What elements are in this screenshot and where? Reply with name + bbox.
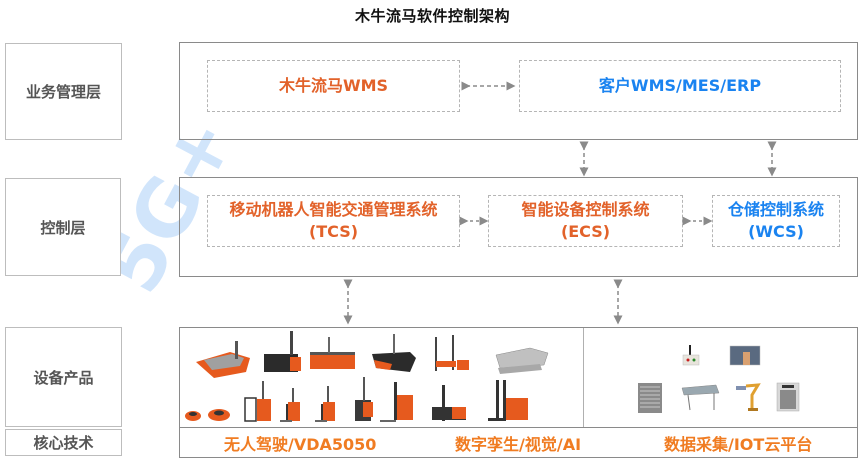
layer-label-business: 业务管理层 [5, 43, 122, 140]
wcs-name: 仓储控制系统 [727, 200, 824, 219]
compact-pallet-forklift-icon [315, 386, 335, 422]
heavy-load-agv-icon [264, 331, 301, 372]
frame-agv-icon [372, 334, 416, 372]
conveyor-icon [681, 384, 720, 411]
customer-systems-label: 客户WMS/MES/ERP [598, 76, 762, 95]
jacking-robot-icon [208, 409, 230, 421]
reach-forklift-icon [380, 382, 413, 422]
wcs-abbr: (WCS) [748, 222, 804, 241]
core-tech-panel [179, 427, 858, 458]
devices-divider [583, 328, 584, 427]
roller-agv-icon [310, 337, 355, 369]
ecs-name: 智能设备控制系统 [521, 200, 650, 219]
latent-lifting-agv-icon [196, 341, 250, 378]
control-layer-panel [179, 177, 858, 277]
ecs-abbr: (ECS) [560, 222, 611, 241]
diagram-title: 木牛流马软件控制架构 [354, 7, 510, 25]
core-tech-digital-twin: 数字孪生/视觉/AI [455, 435, 582, 454]
elevator-icon [776, 382, 800, 412]
ecs-box: 智能设备控制系统 (ECS) [488, 195, 683, 247]
tcs-name: 移动机器人智能交通管理系统 [229, 200, 438, 219]
layer-label-core-tech: 核心技术 [5, 429, 122, 456]
core-tech-autonomous: 无人驾驶/VDA5050 [224, 435, 377, 454]
customer-systems-box: 客户WMS/MES/ERP [519, 60, 841, 112]
pallet-stacker-forklift-icon [244, 381, 271, 422]
layer-label-devices-text: 设备产品 [33, 368, 94, 387]
own-wms-label: 木牛流马WMS [278, 76, 389, 95]
mini-jacking-robot-icon [185, 411, 201, 421]
small-pallet-forklift-icon [280, 388, 300, 422]
tcs-box: 移动机器人智能交通管理系统 (TCS) [207, 195, 460, 247]
layer-label-devices: 设备产品 [5, 327, 122, 427]
layer-label-control-text: 控制层 [40, 218, 86, 237]
business-layer-panel [179, 42, 858, 140]
robotic-arm-icon [736, 383, 761, 411]
own-wms-box: 木牛流马WMS [207, 60, 460, 112]
layer-label-core-tech-text: 核心技术 [33, 434, 94, 452]
narrow-aisle-forklift-icon [432, 385, 466, 421]
pallet-shuttle-agv-icon [495, 347, 549, 374]
rolling-shutter-door-icon [638, 383, 662, 413]
layer-label-business-text: 业务管理层 [25, 83, 101, 101]
stacker-forklift-agv-icon [435, 335, 469, 371]
call-button-box-icon [682, 345, 700, 366]
high-reach-forklift-icon [488, 380, 528, 421]
counterbalance-forklift-icon [355, 377, 373, 421]
touch-tablet-icon [729, 345, 761, 366]
layer-label-control: 控制层 [5, 178, 121, 276]
wcs-box: 仓储控制系统 (WCS) [712, 195, 840, 247]
core-tech-iot: 数据采集/IOT云平台 [664, 435, 813, 454]
tcs-abbr: (TCS) [308, 222, 359, 241]
